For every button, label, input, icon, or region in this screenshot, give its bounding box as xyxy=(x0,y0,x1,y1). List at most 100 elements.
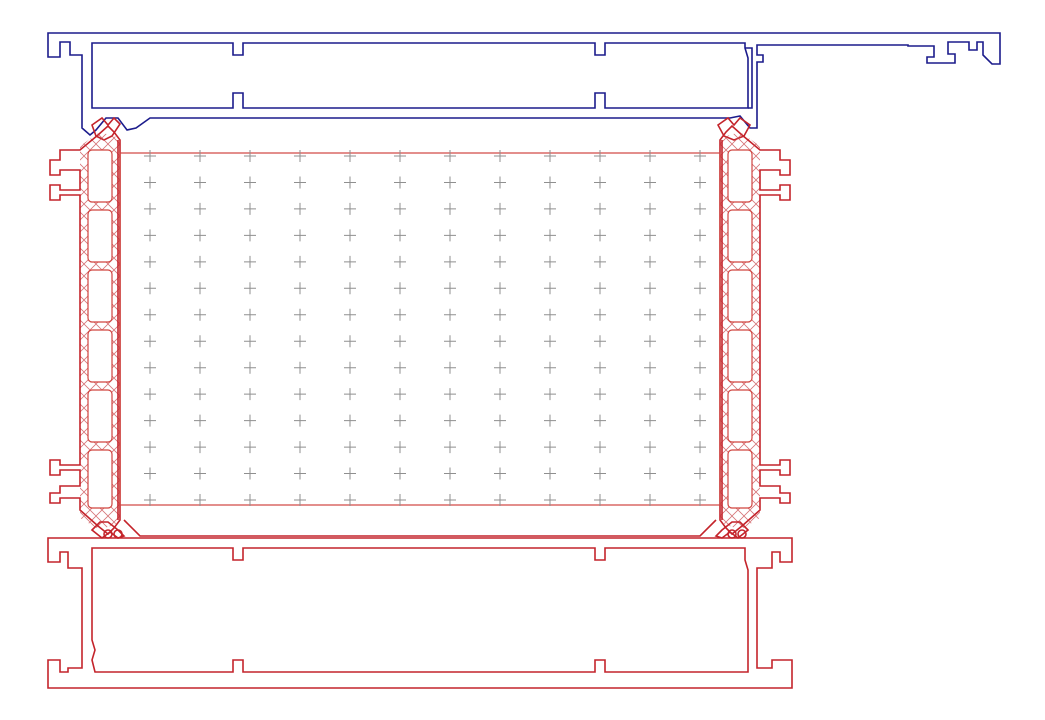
infill-cross-mark xyxy=(494,494,506,506)
infill-cross-mark xyxy=(244,229,256,242)
infill-cross-mark xyxy=(594,361,606,374)
left-chamber-1 xyxy=(87,149,113,203)
left-chamber-3 xyxy=(87,269,113,323)
infill-cross-mark xyxy=(594,335,606,348)
infill-cross-mark xyxy=(644,361,656,374)
infill-cross-mark xyxy=(294,361,306,374)
infill-cross-mark xyxy=(294,414,306,427)
infill-cross-mark xyxy=(144,229,156,242)
infill-cross-mark xyxy=(694,414,706,427)
infill-cross-mark xyxy=(194,335,206,348)
infill-cross-mark xyxy=(344,335,356,348)
infill-cross-mark xyxy=(394,229,406,242)
infill-cross-mark xyxy=(444,361,456,374)
infill-cross-mark xyxy=(394,361,406,374)
infill-cross-mark xyxy=(194,308,206,321)
infill-cross-mark xyxy=(544,202,556,215)
infill-cross-mark xyxy=(494,150,506,162)
infill-cross-mark xyxy=(344,202,356,215)
infill-cross-mark xyxy=(494,255,506,268)
infill-cross-mark xyxy=(444,335,456,348)
infill-cross-mark xyxy=(544,282,556,295)
infill-cross-mark xyxy=(444,441,456,454)
infill-cross-mark xyxy=(244,202,256,215)
infill-cross-mark xyxy=(244,308,256,321)
left-chamber-2 xyxy=(87,209,113,263)
infill-cross-mark xyxy=(544,414,556,427)
infill-cross-mark xyxy=(544,176,556,189)
infill-cross-mark xyxy=(594,308,606,321)
infill-cross-mark xyxy=(394,467,406,480)
infill-cross-mark xyxy=(594,441,606,454)
top-profile-outline xyxy=(47,32,1001,137)
infill-cross-mark xyxy=(144,282,156,295)
infill-cross-mark xyxy=(444,414,456,427)
infill-cross-mark xyxy=(694,229,706,242)
infill-cross-mark xyxy=(144,361,156,374)
infill-cross-mark xyxy=(494,282,506,295)
infill-cross-mark xyxy=(394,282,406,295)
infill-cross-mark xyxy=(644,388,656,401)
infill-cross-mark xyxy=(544,229,556,242)
infill-cross-mark xyxy=(544,494,556,506)
infill-cross-mark xyxy=(494,388,506,401)
infill-cross-mark xyxy=(544,361,556,374)
top-profile-right-lip xyxy=(745,47,753,109)
infill-cross-mark xyxy=(394,441,406,454)
infill-cross-mark xyxy=(294,282,306,295)
infill-cross-mark xyxy=(294,229,306,242)
bottom-profile-outline xyxy=(47,537,793,689)
infill-cross-mark xyxy=(644,255,656,268)
infill-cross-mark xyxy=(594,282,606,295)
infill-cross-mark xyxy=(594,202,606,215)
infill-cross-mark xyxy=(644,441,656,454)
infill-cross-mark xyxy=(244,414,256,427)
infill-cross-mark xyxy=(194,414,206,427)
infill-cross-mark xyxy=(194,494,206,506)
bottom-frame-profile xyxy=(47,537,793,689)
infill-cross-mark xyxy=(394,176,406,189)
infill-cross-mark xyxy=(444,202,456,215)
infill-cross-mark xyxy=(594,150,606,162)
infill-cross-mark xyxy=(544,467,556,480)
infill-cross-mark xyxy=(694,150,706,162)
infill-cross-mark xyxy=(344,282,356,295)
top-profile-chamber xyxy=(91,42,749,109)
infill-cross-mark xyxy=(444,176,456,189)
infill-cross-mark xyxy=(694,202,706,215)
infill-cross-mark xyxy=(244,282,256,295)
glazing-clips-bottom xyxy=(90,519,750,540)
infill-cross-mark xyxy=(344,414,356,427)
infill-cross-mark xyxy=(394,414,406,427)
infill-cross-mark xyxy=(244,388,256,401)
infill-cross-mark xyxy=(244,255,256,268)
infill-cross-mark xyxy=(294,202,306,215)
infill-cross-mark xyxy=(294,467,306,480)
infill-cross-mark xyxy=(344,361,356,374)
infill-cross-pattern xyxy=(144,150,706,506)
right-side-profile xyxy=(719,124,791,536)
infill-cross-mark xyxy=(394,335,406,348)
infill-cross-mark xyxy=(344,229,356,242)
infill-cross-mark xyxy=(594,255,606,268)
infill-cross-mark xyxy=(594,229,606,242)
infill-cross-mark xyxy=(144,494,156,506)
infill-cross-mark xyxy=(594,176,606,189)
infill-cross-mark xyxy=(394,150,406,162)
left-chamber-4 xyxy=(87,329,113,383)
infill-cross-mark xyxy=(394,255,406,268)
left-chamber-6 xyxy=(87,449,113,509)
infill-cross-mark xyxy=(644,282,656,295)
infill-cross-mark xyxy=(644,176,656,189)
infill-cross-mark xyxy=(644,494,656,506)
infill-cross-mark xyxy=(144,308,156,321)
infill-cross-mark xyxy=(494,202,506,215)
infill-cross-mark xyxy=(194,229,206,242)
infill-panel-border xyxy=(119,152,721,506)
infill-cross-mark xyxy=(294,150,306,162)
infill-cross-mark xyxy=(594,494,606,506)
infill-cross-mark xyxy=(294,494,306,506)
infill-cross-mark xyxy=(394,388,406,401)
infill-cross-mark xyxy=(344,255,356,268)
